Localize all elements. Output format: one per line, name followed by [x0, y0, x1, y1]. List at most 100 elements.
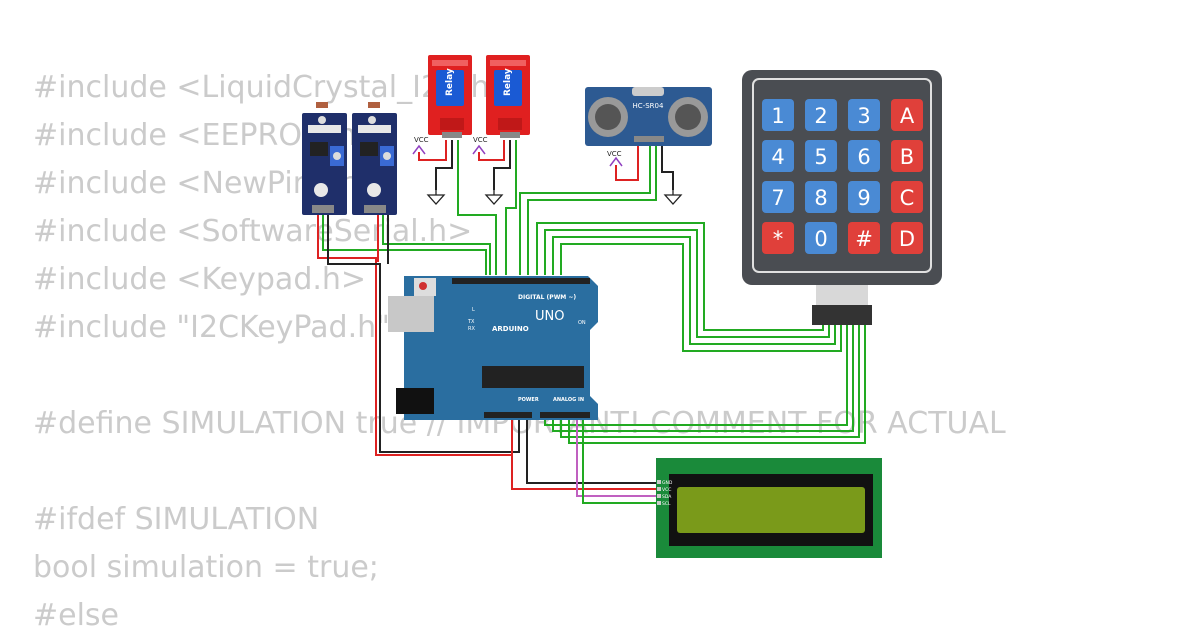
keypad-key-label: 7	[771, 186, 784, 210]
wire-relay2-vcc	[478, 140, 505, 161]
wire-lcd-scl	[582, 412, 658, 504]
keypad-key-8[interactable]: 7	[762, 181, 794, 213]
lcd-pin	[657, 501, 661, 505]
keypad-key-label: D	[899, 227, 915, 251]
code-line: #include "I2CKeyPad.h"	[33, 310, 390, 345]
keypad-key-13[interactable]: 0	[805, 222, 837, 254]
arduino-analog-label: ANALOG IN	[553, 397, 584, 403]
relay-2-label: Relay	[503, 68, 513, 96]
lcd-pin-label: VCC	[662, 487, 671, 493]
wire-ir2-signal	[382, 213, 491, 275]
keypad-key-11[interactable]: C	[891, 181, 923, 213]
ground-symbol-relay2	[484, 190, 504, 205]
lcd-pin-label: SCL	[662, 501, 671, 507]
wire-ultrasonic-gnd	[661, 140, 674, 190]
relay-1-label: Relay	[445, 68, 455, 96]
code-line: #include <Keypad.h>	[33, 262, 367, 297]
vcc-symbol-relay1: VCC	[412, 136, 429, 155]
keypad-key-label: 9	[857, 186, 870, 210]
code-line: #include <EEPROM.h>	[33, 118, 382, 153]
vcc-label-ultrasonic: VCC	[607, 150, 622, 158]
arduino-uno[interactable]: DIGITAL (PWM ~) UNO ARDUINO ON TX RX L P…	[388, 276, 598, 420]
wire-relay1-gnd	[435, 140, 453, 190]
keypad-key-label: 4	[771, 145, 784, 169]
wire-relay1-vcc	[418, 140, 447, 161]
keypad-key-9[interactable]: 8	[805, 181, 837, 213]
wire-keypad-3	[552, 236, 836, 345]
ground-symbol-relay1	[426, 190, 446, 205]
keypad-key-label: 1	[771, 104, 784, 128]
keypad-key-label: 2	[814, 104, 827, 128]
arduino-l-label: L	[472, 307, 475, 313]
keypad-key-1[interactable]: 2	[805, 99, 837, 131]
ultrasonic-label: HC-SR04	[633, 102, 664, 110]
wire-keypad-1	[536, 222, 824, 331]
wire-relay2-gnd	[493, 140, 511, 190]
keypad-key-label: B	[900, 145, 914, 169]
vcc-symbol-relay2: VCC	[472, 136, 488, 155]
keypad-key-12[interactable]: *	[762, 222, 794, 254]
ir-sensor-2[interactable]	[352, 102, 397, 215]
keypad-key-label: #	[855, 227, 873, 251]
vcc-label-relay1: VCC	[414, 136, 429, 144]
lcd-pin	[657, 494, 661, 498]
arduino-rx-label: RX	[468, 326, 475, 332]
keypad-key-label: 5	[814, 145, 827, 169]
keypad-key-4[interactable]: 4	[762, 140, 794, 172]
wire-relay2-signal	[505, 140, 517, 275]
wire-ir1-signal	[322, 213, 487, 275]
wire-keypad-8	[568, 308, 866, 444]
ultrasonic-sensor[interactable]: HC-SR04	[585, 87, 712, 146]
keypad-key-label: 6	[857, 145, 870, 169]
relay-module-2[interactable]: Relay	[486, 55, 530, 138]
keypad-key-3[interactable]: A	[891, 99, 923, 131]
keypad-key-label: A	[900, 104, 915, 128]
keypad-key-10[interactable]: 9	[848, 181, 880, 213]
wire-lcd-gnd	[526, 412, 658, 484]
wire-lcd-vcc	[511, 412, 658, 490]
vcc-label-relay2: VCC	[473, 136, 488, 144]
arduino-model-label: UNO	[535, 309, 564, 324]
wire-relay1-signal	[457, 140, 497, 275]
keypad-key-0[interactable]: 1	[762, 99, 794, 131]
wire-ultrasonic-vcc	[615, 140, 639, 181]
vcc-symbol-ultrasonic: VCC	[607, 150, 623, 167]
wire-ultrasonic-echo	[527, 140, 657, 275]
code-line: bool simulation = true;	[33, 550, 379, 585]
keypad-key-15[interactable]: D	[891, 222, 923, 254]
keypad-key-label: 0	[814, 227, 827, 251]
wire-keypad-7	[560, 308, 860, 438]
relay-module-1[interactable]: Relay	[428, 55, 472, 138]
keypad-key-7[interactable]: B	[891, 140, 923, 172]
arduino-brand-label: ARDUINO	[492, 325, 529, 333]
keypad-key-label: *	[773, 227, 784, 251]
code-line: #ifdef SIMULATION	[33, 502, 320, 537]
lcd-pin-label: GND	[662, 480, 673, 486]
wire-ultrasonic-trig	[519, 140, 651, 275]
keypad-key-5[interactable]: 5	[805, 140, 837, 172]
arduino-digital-label: DIGITAL (PWM ~)	[518, 294, 576, 301]
keypad-key-14[interactable]: #	[848, 222, 880, 254]
wire-keypad-4	[560, 243, 842, 352]
wire-ir-gnd	[327, 213, 520, 453]
code-line: #else	[33, 598, 120, 633]
keypad-key-6[interactable]: 6	[848, 140, 880, 172]
lcd-pin	[657, 480, 661, 484]
ir-sensor-1[interactable]	[302, 102, 347, 215]
code-line: #include <SoftwareSerial.h>	[33, 214, 473, 249]
keypad-key-label: C	[900, 186, 915, 210]
arduino-power-label: POWER	[518, 397, 539, 403]
keypad-key-2[interactable]: 3	[848, 99, 880, 131]
lcd-pin-label: SDA	[662, 494, 672, 500]
wire-keypad-6	[552, 308, 854, 432]
arduino-tx-label: TX	[467, 319, 475, 325]
code-line: #include <NewPing.h>	[33, 166, 385, 201]
ground-symbol-ultrasonic	[663, 190, 683, 205]
wire-keypad-2	[544, 229, 830, 338]
wire-lcd-sda	[576, 412, 658, 497]
